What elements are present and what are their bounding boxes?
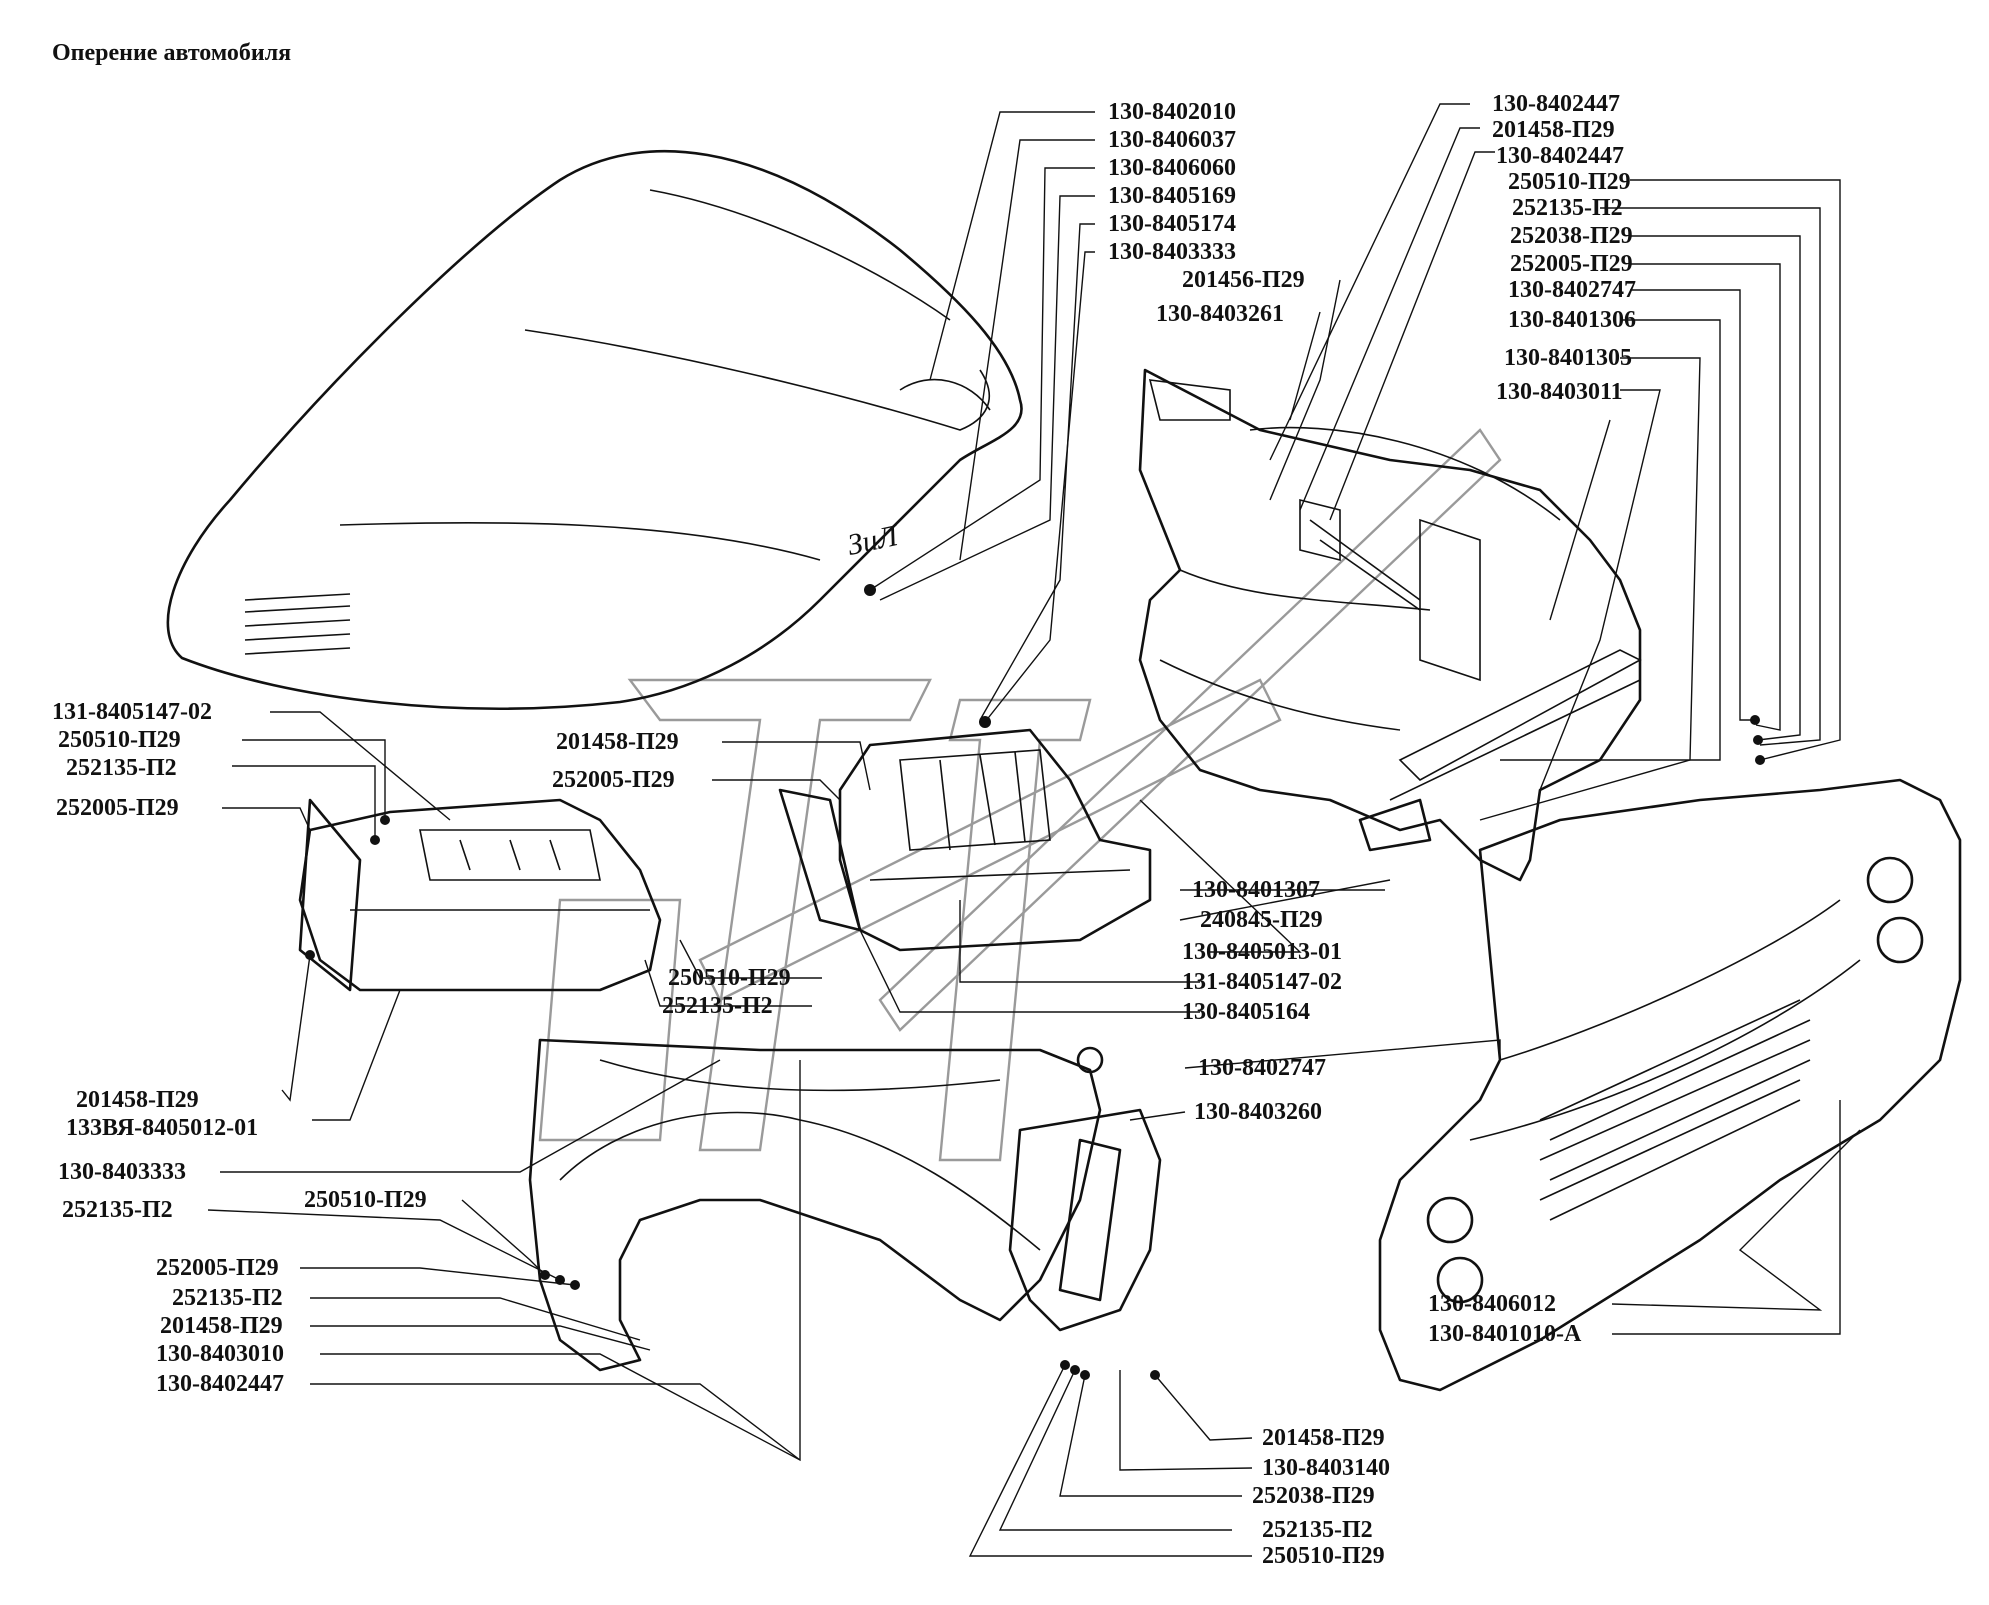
callout-label: 133ВЯ-8405012-01 xyxy=(66,1115,259,1141)
callout-label: 252135-П2 xyxy=(66,755,177,781)
callout-label: 130-8401305 xyxy=(1504,345,1632,371)
callout-label: 130-8406037 xyxy=(1108,127,1236,153)
callout-label: 130-8403260 xyxy=(1194,1099,1322,1125)
callout-label: 201458-П29 xyxy=(160,1313,283,1339)
watermark xyxy=(538,428,1502,1162)
callout-label: 250510-П29 xyxy=(1508,169,1631,195)
callout-label: 130-8403333 xyxy=(1108,239,1236,265)
callout-label: 130-8405164 xyxy=(1182,999,1310,1025)
callout-label: 252135-П2 xyxy=(1262,1517,1373,1543)
callout-label: 201458-П29 xyxy=(1262,1425,1385,1451)
callout-label: 131-8405147-02 xyxy=(1182,969,1342,995)
radiator-shroud xyxy=(1138,368,1642,882)
left-step xyxy=(298,798,662,992)
leader-lines xyxy=(207,103,1861,1557)
callout-label: 201458-П29 xyxy=(1492,117,1615,143)
callout-label: 250510-П29 xyxy=(58,727,181,753)
callout-label: 250510-П29 xyxy=(304,1187,427,1213)
callout-label: 252135-П2 xyxy=(62,1197,173,1223)
callout-label: 252038-П29 xyxy=(1252,1483,1375,1509)
callout-label: 252005-П29 xyxy=(1510,251,1633,277)
fender xyxy=(528,1038,1162,1372)
callout-label: 130-8403010 xyxy=(156,1341,284,1367)
callout-label: 130-8402010 xyxy=(1108,99,1236,125)
callout-label: 130-8405169 xyxy=(1108,183,1236,209)
callout-label: 252005-П29 xyxy=(56,795,179,821)
callout-label: 130-8402447 xyxy=(156,1371,284,1397)
callout-label: 250510-П29 xyxy=(668,965,791,991)
callout-label: 252135-П2 xyxy=(172,1285,283,1311)
callout-label: 252135-П2 xyxy=(1512,195,1623,221)
callout-label: 131-8405147-02 xyxy=(52,699,212,725)
callout-label: 201458-П29 xyxy=(556,729,679,755)
page-title: Оперение автомобиля xyxy=(52,40,292,66)
callout-label: 130-8402447 xyxy=(1492,91,1620,117)
callout-label: 130-8406012 xyxy=(1428,1291,1556,1317)
callout-label: 252005-П29 xyxy=(156,1255,279,1281)
hood: ЗиЛ xyxy=(166,149,1023,710)
callout-label: 130-8403333 xyxy=(58,1159,186,1185)
callout-label: 130-8401306 xyxy=(1508,307,1636,333)
callout-label: 130-8401010-А xyxy=(1428,1321,1582,1347)
callout-label: 240845-П29 xyxy=(1200,907,1323,933)
callout-label: 130-8405174 xyxy=(1108,211,1236,237)
callout-label: 201458-П29 xyxy=(76,1087,199,1113)
callout-label: 130-8405013-01 xyxy=(1182,939,1342,965)
callout-label: 130-8401307 xyxy=(1192,877,1320,903)
callout-label: 130-8403011 xyxy=(1496,379,1623,405)
callout-label: 252005-П29 xyxy=(552,767,675,793)
callout-label: 130-8403140 xyxy=(1262,1455,1390,1481)
callout-label: 130-8402747 xyxy=(1198,1055,1326,1081)
callout-label: 252038-П29 xyxy=(1510,223,1633,249)
callout-label: 201456-П29 xyxy=(1182,267,1305,293)
callout-label: 130-8406060 xyxy=(1108,155,1236,181)
callout-label: 130-8402447 xyxy=(1496,143,1624,169)
callout-label: 250510-П29 xyxy=(1262,1543,1385,1569)
svg-text:ЗиЛ: ЗиЛ xyxy=(845,519,903,562)
front-panel xyxy=(1378,778,1962,1392)
callout-label: 130-8403261 xyxy=(1156,301,1284,327)
callout-label: 130-8402747 xyxy=(1508,277,1636,303)
callout-label: 252135-П2 xyxy=(662,993,773,1019)
center-step xyxy=(778,728,1152,952)
